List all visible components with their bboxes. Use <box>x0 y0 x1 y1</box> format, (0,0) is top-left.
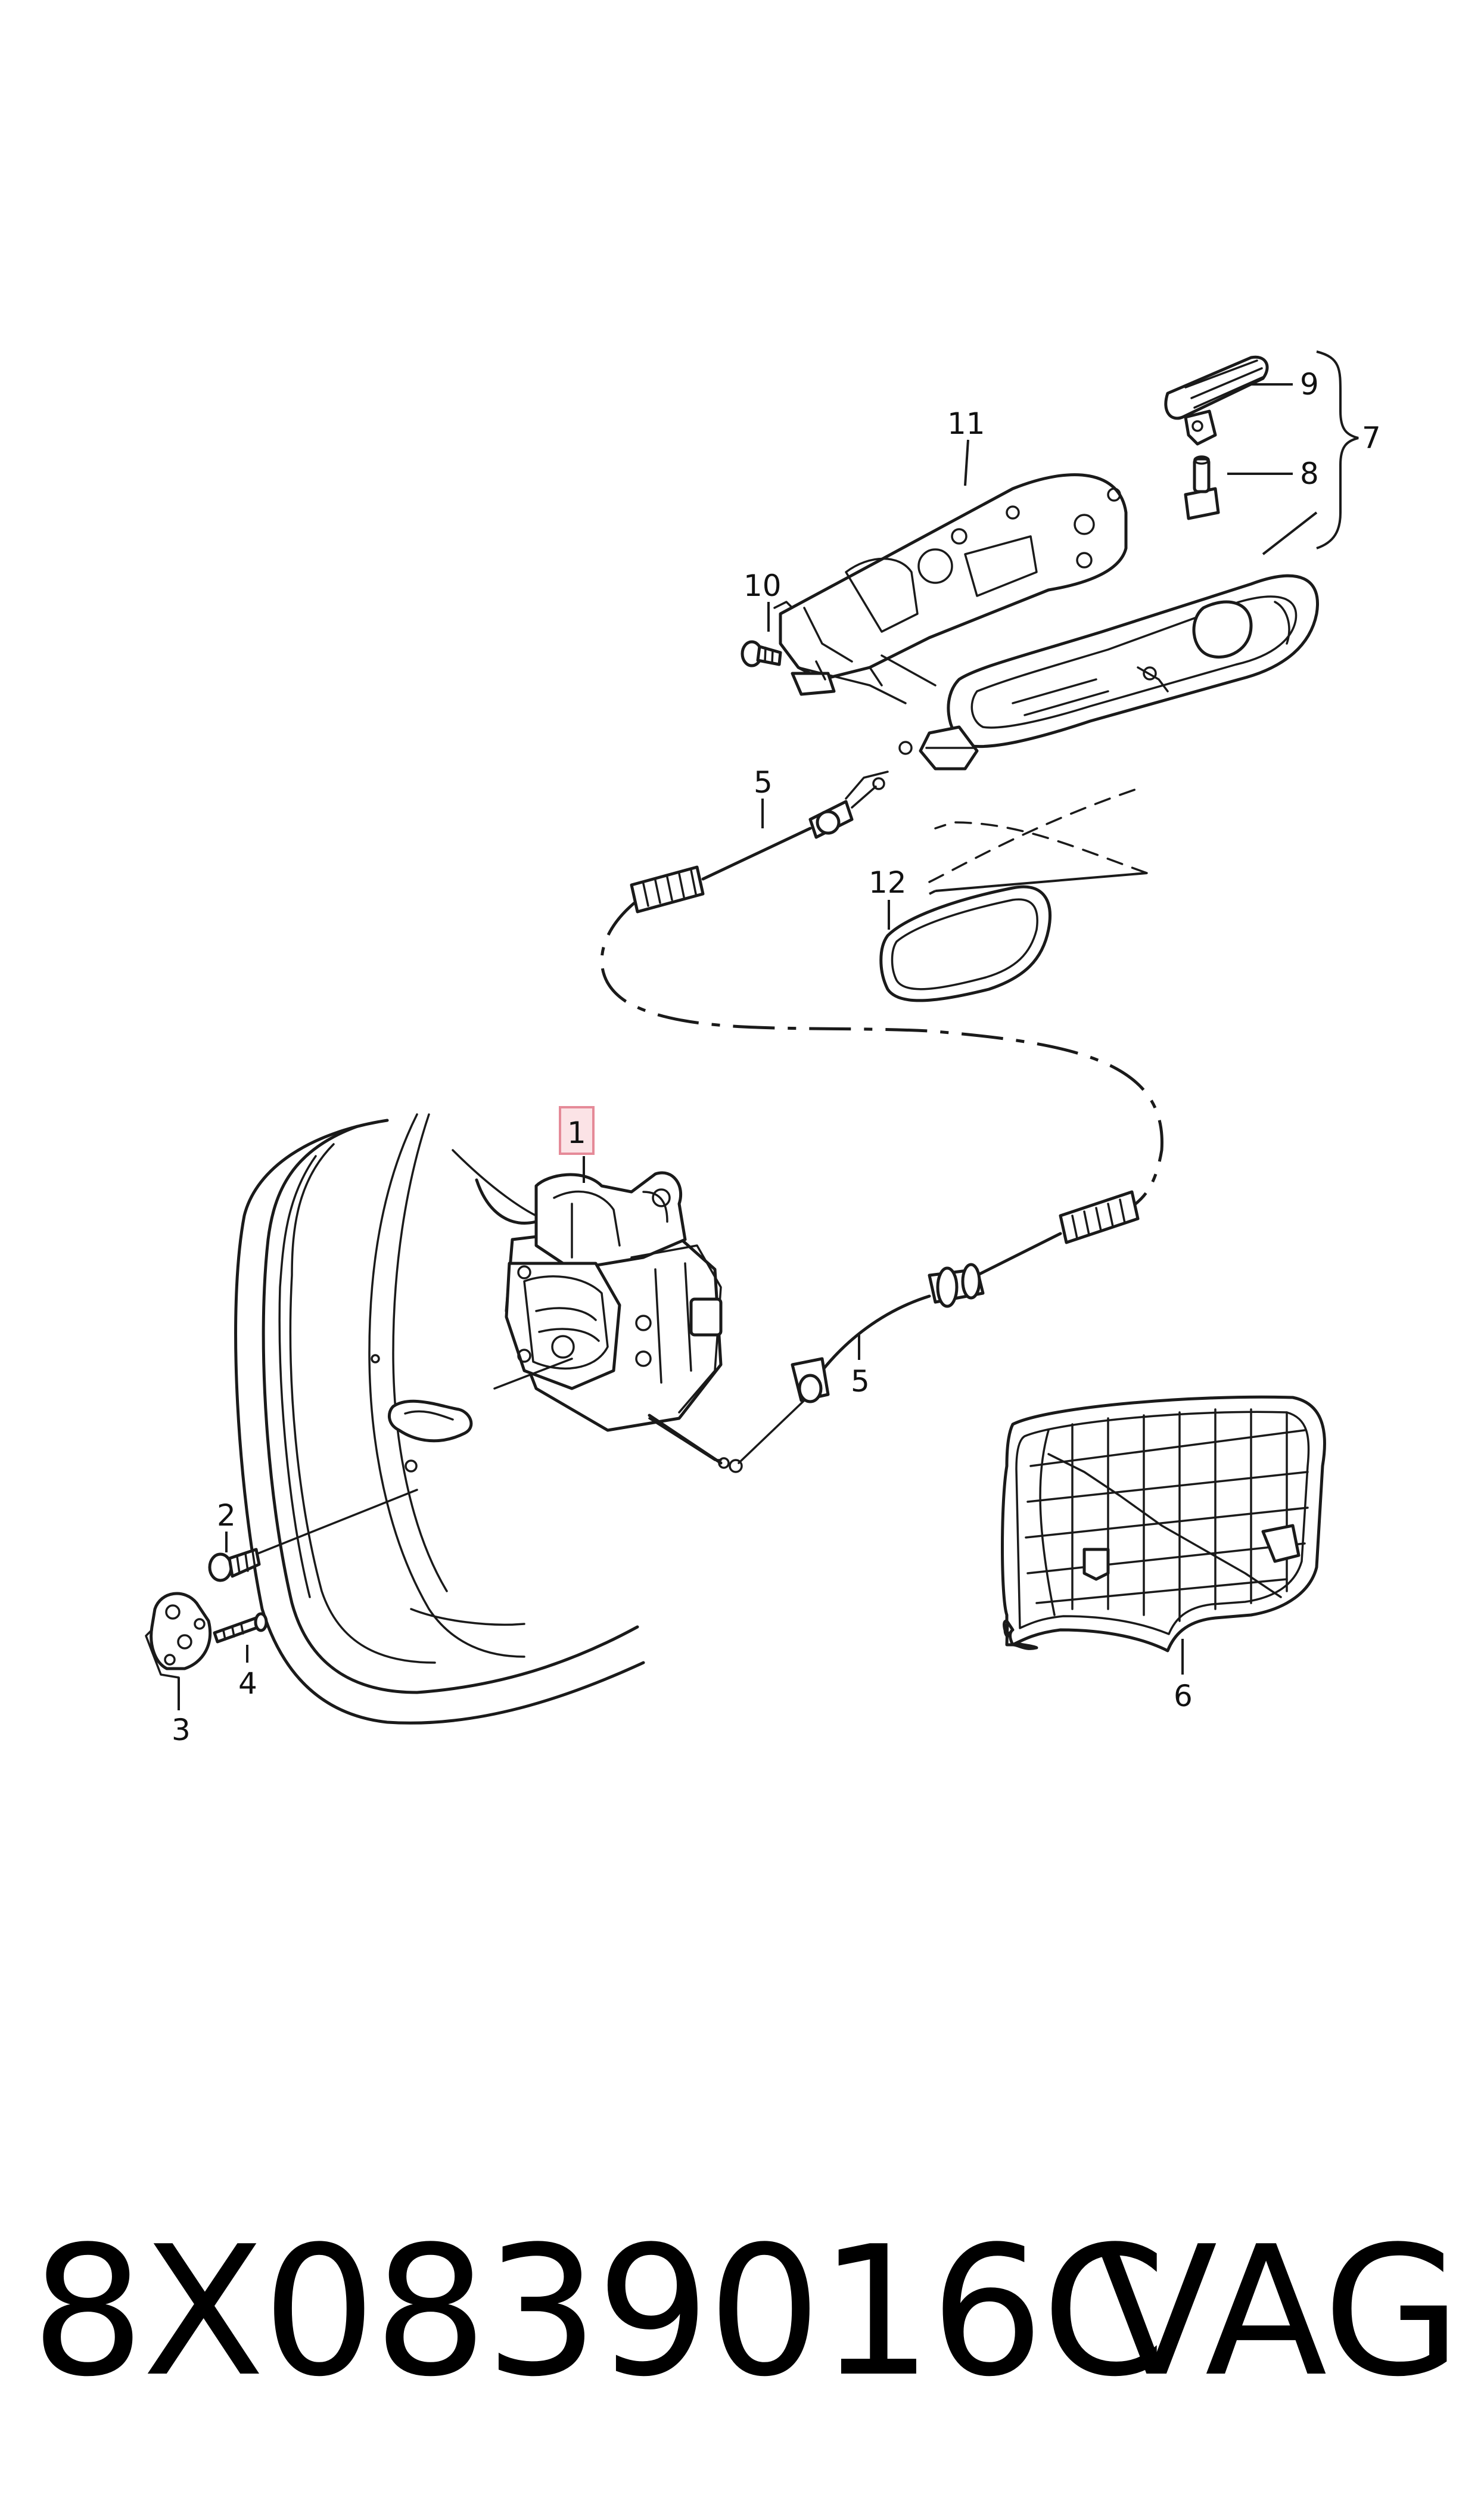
brand-label: VAG <box>1095 2208 1461 2416</box>
callout-10: 10 <box>743 569 782 603</box>
part-number: 8X0839016C <box>31 2208 1166 2416</box>
cable-part-5 <box>600 771 1163 1473</box>
callout-1-highlight <box>559 1106 595 1155</box>
door-handle-frame-part-7 <box>898 574 1319 771</box>
leader-lines <box>178 350 1359 1710</box>
bolt-part-2 <box>208 1548 261 1582</box>
callout-2: 2 <box>217 1498 236 1533</box>
callout-labels: 1 2 3 4 5 5 6 7 8 9 10 11 12 <box>172 367 1381 1747</box>
cylinder-cover-part-9 <box>1164 355 1269 446</box>
callout-3: 3 <box>172 1713 191 1747</box>
gasket-part-12 <box>879 885 1051 1002</box>
lock-cylinder-part-8 <box>1184 455 1220 520</box>
callout-7: 7 <box>1362 421 1381 455</box>
handle-carrier-part-11 <box>773 473 1128 704</box>
callout-1: 1 <box>567 1116 586 1150</box>
callout-4: 4 <box>238 1666 257 1701</box>
door-lock-assembly <box>237 1171 730 1563</box>
callout-5-lower: 5 <box>851 1364 870 1399</box>
callout-12: 12 <box>869 865 907 900</box>
callout-6: 6 <box>1174 1679 1193 1713</box>
callout-9: 9 <box>1300 367 1319 402</box>
striker-plate-part-3 <box>145 1592 212 1679</box>
screw-part-4 <box>213 1612 268 1644</box>
callout-11: 11 <box>947 406 985 441</box>
membrane-part-6 <box>1001 1395 1326 1653</box>
callout-8: 8 <box>1300 456 1319 491</box>
screw-part-10 <box>741 640 782 667</box>
door-frame <box>234 1113 645 1725</box>
callout-5-upper: 5 <box>754 765 773 800</box>
